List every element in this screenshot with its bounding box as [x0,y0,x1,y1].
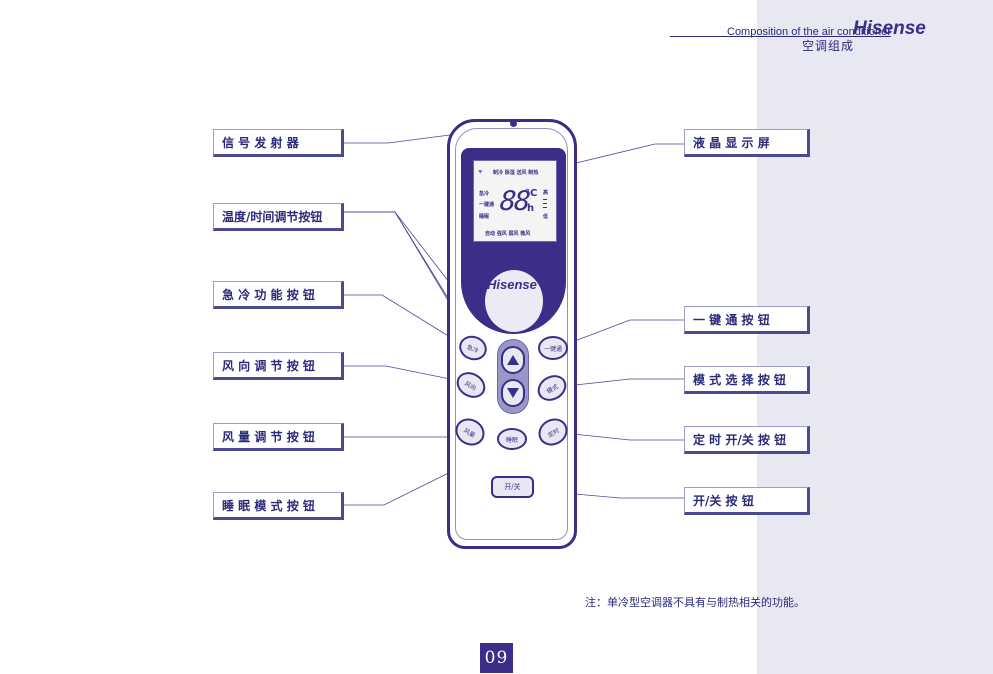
lcd-mode-row: 制冷 除湿 送风 制热 [493,170,539,176]
lcd-label-high: 高 [543,190,549,196]
lcd-level-bar [543,207,547,208]
label-lcd-screen: 液 晶 显 示 屏 [684,129,810,157]
lcd-level-bar [543,203,547,204]
lcd-unit-hour: h [527,203,535,214]
lcd-label-sleep: 睡眠 [479,214,490,220]
lcd-level-bar [543,199,547,200]
triangle-down-icon [507,388,519,398]
label-power-button: 开/关 按 钮 [684,487,810,515]
power-button[interactable]: 开/关 [491,476,534,498]
temp-down-button[interactable] [501,379,525,407]
label-one-touch-button: 一 键 通 按 钮 [684,306,810,334]
temp-up-button[interactable] [501,346,525,374]
lcd-label-low: 低 [543,214,549,220]
header-chinese-title: 空调组成 [802,39,855,53]
header-rule [670,36,830,37]
label-fan-speed-button: 风 量 调 节 按 钮 [213,423,344,451]
signal-emitter-dot [510,120,517,127]
remote-face-ellipse [485,270,543,332]
label-timer-button: 定 时 开/关 按 钮 [684,426,810,454]
label-temp-time-button: 温度/时间调节按钮 [213,203,344,231]
lcd-fan-row: 自动 强风 弱风 微风 [485,231,531,237]
one-touch-button[interactable]: 一键通 [538,336,568,360]
label-mode-button: 模 式 选 择 按 钮 [684,366,810,394]
lcd-screen [473,160,557,242]
label-quick-cool-button: 急 冷 功 能 按 钮 [213,281,344,309]
header-english-title: Composition of the air conditioner [727,26,891,38]
remote-inner-outline [455,128,568,540]
sleep-button[interactable]: 睡眠 [497,428,527,450]
lcd-label-quick-cool: 急冷 [479,191,490,197]
signal-icon: ᯤ [478,169,483,175]
label-swing-button: 风 向 调 节 按 钮 [213,352,344,380]
triangle-up-icon [507,355,519,365]
label-signal-emitter: 信 号 发 射 器 [213,129,344,157]
label-sleep-button: 睡 眠 模 式 按 钮 [213,492,344,520]
lcd-unit-celsius: °C [525,188,538,199]
lcd-label-one-touch: 一键通 [479,202,495,208]
remote-brand-logo: Hisense [487,277,537,292]
page-number: 09 [480,643,513,673]
side-panel [757,0,993,674]
brand-logo: Hisense [853,18,926,39]
footnote: 注：单冷型空调器不具有与制热相关的功能。 [585,596,805,609]
